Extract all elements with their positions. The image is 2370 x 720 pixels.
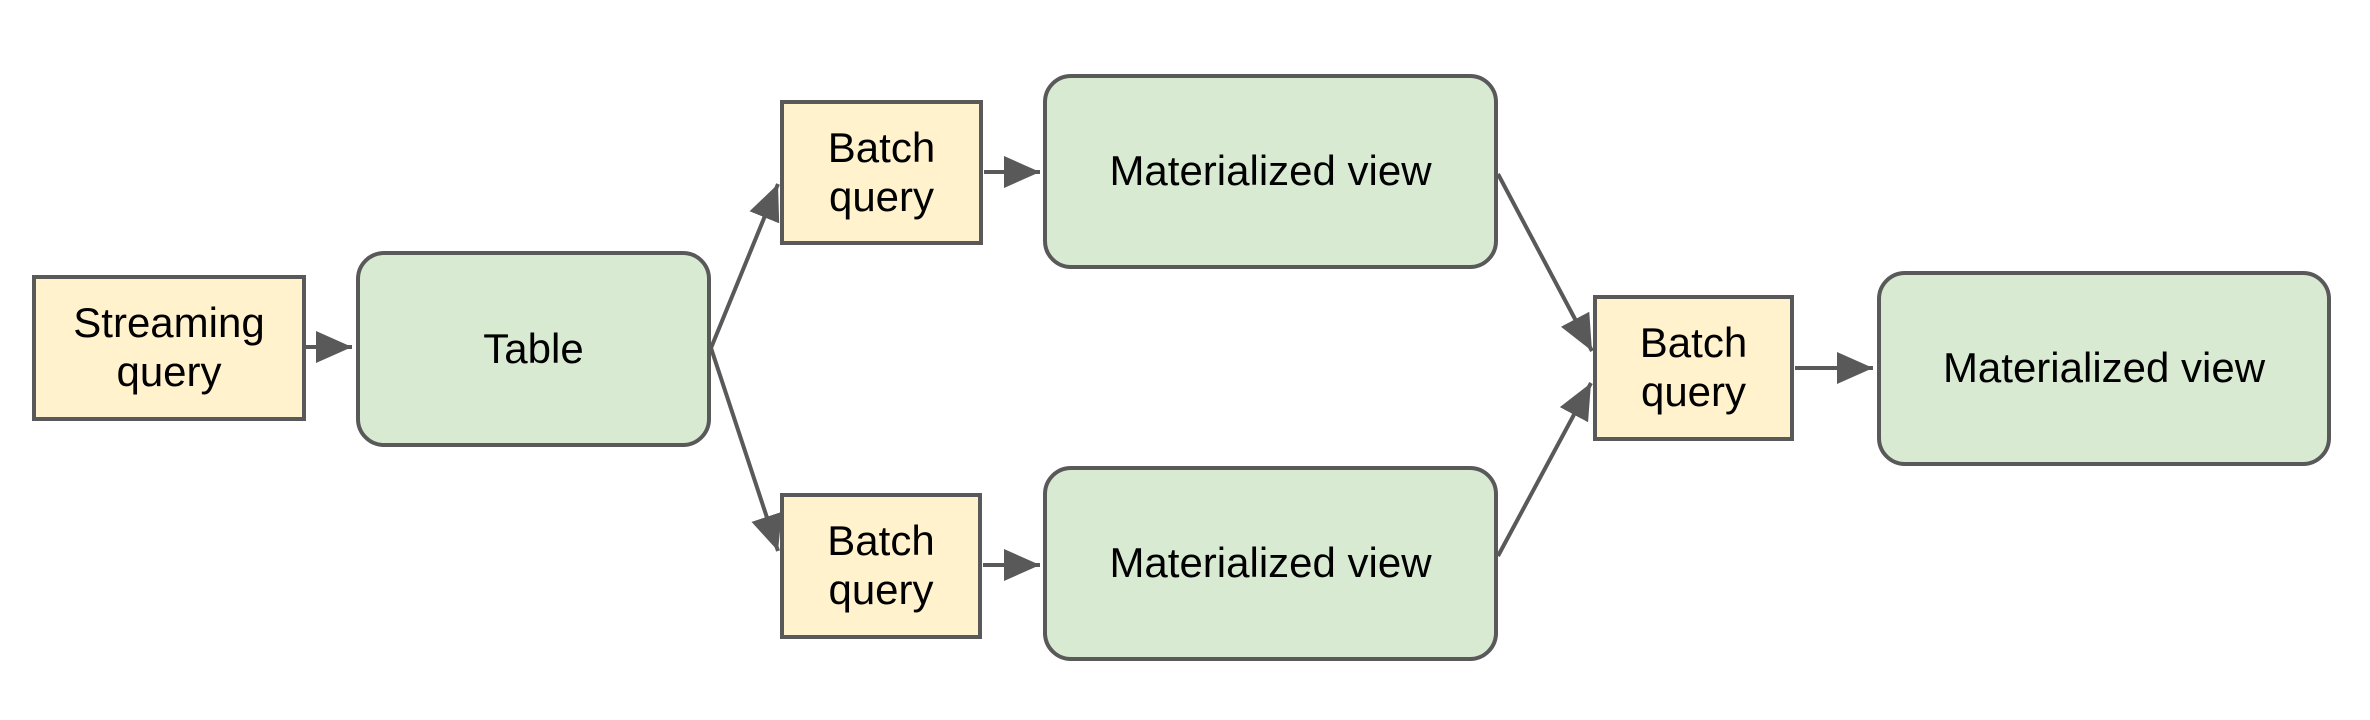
edge-mv-top-to-batch-query-right[interactable] — [1496, 173, 1594, 352]
node-streaming-query-label: Streaming query — [73, 299, 265, 395]
node-materialized-view-bottom-label: Materialized view — [1109, 539, 1432, 587]
node-batch-query-top[interactable]: Batch query — [780, 100, 983, 245]
edge-table-to-batch-query-bottom[interactable] — [709, 347, 782, 552]
node-batch-query-bottom-label: Batch query — [827, 517, 935, 613]
node-batch-query-right-label: Batch query — [1639, 319, 1748, 415]
node-batch-query-right[interactable]: Batch query — [1593, 295, 1794, 441]
node-materialized-view-bottom[interactable]: Materialized view — [1043, 466, 1498, 661]
node-table[interactable]: Table — [356, 251, 711, 447]
node-materialized-view-top-label: Materialized view — [1109, 147, 1432, 195]
node-materialized-view-final[interactable]: Materialized view — [1877, 271, 2331, 466]
node-materialized-view-top[interactable]: Materialized view — [1043, 74, 1498, 269]
node-batch-query-bottom[interactable]: Batch query — [780, 493, 982, 639]
node-table-label: Table — [483, 324, 584, 372]
node-streaming-query[interactable]: Streaming query — [32, 275, 306, 421]
node-materialized-view-final-label: Materialized view — [1942, 344, 2266, 392]
edge-table-to-batch-query-top[interactable] — [709, 183, 780, 349]
node-batch-query-top-label: Batch query — [827, 123, 936, 220]
edge-mv-bottom-to-batch-query-right[interactable] — [1496, 382, 1593, 557]
